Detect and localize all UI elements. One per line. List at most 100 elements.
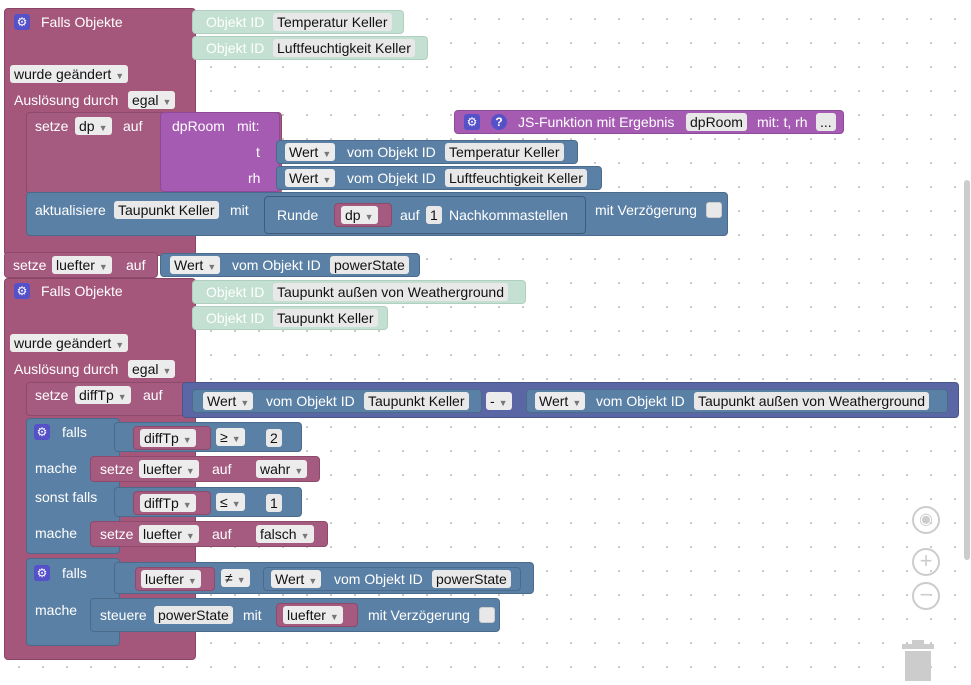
- if-label: falls: [62, 565, 87, 581]
- operator-dropdown[interactable]: ≤▼: [216, 493, 245, 511]
- if-label: falls: [62, 424, 87, 440]
- with-label: mit:: [237, 118, 260, 134]
- variable-dropdown[interactable]: luefter▼: [283, 606, 343, 624]
- object-id-label: Objekt ID: [206, 284, 265, 300]
- operator-dropdown[interactable]: -▼: [486, 392, 512, 410]
- on-label: auf: [212, 526, 232, 542]
- help-icon[interactable]: ?: [491, 114, 507, 130]
- recenter-icon[interactable]: ◉: [912, 506, 940, 534]
- on-label: auf: [126, 257, 146, 273]
- set-label: setze: [100, 526, 134, 542]
- object-id-value[interactable]: Luftfeuchtigkeit Keller: [445, 169, 587, 187]
- from-object-label: vom Objekt ID: [232, 257, 321, 273]
- do-label: mache: [35, 460, 78, 476]
- variable-dropdown[interactable]: luefter▼: [139, 525, 199, 543]
- object-id-value[interactable]: Taupunkt außen von Weatherground: [273, 283, 509, 301]
- object-id-label: Objekt ID: [206, 14, 265, 30]
- digits-value[interactable]: 1: [426, 206, 442, 224]
- zoom-out-icon[interactable]: −: [912, 582, 940, 610]
- variable-dropdown[interactable]: dp▼: [75, 117, 112, 135]
- param-rh: rh: [248, 170, 261, 186]
- more-button[interactable]: ...: [816, 113, 836, 131]
- if-block[interactable]: [26, 418, 120, 554]
- update-label: aktualisiere: [35, 202, 106, 218]
- do-label: mache: [35, 525, 78, 541]
- value-dropdown[interactable]: Wert▼: [285, 169, 336, 187]
- delay-checkbox[interactable]: [706, 202, 722, 218]
- from-object-label: vom Objekt ID: [347, 144, 436, 160]
- scrollbar[interactable]: [964, 180, 970, 560]
- variable-dropdown[interactable]: luefter▼: [52, 256, 112, 274]
- from-object-label: vom Objekt ID: [266, 393, 355, 409]
- round-label: Runde: [277, 207, 319, 223]
- object-id-value[interactable]: Taupunkt außen von Weatherground: [694, 392, 930, 410]
- object-id-value[interactable]: Taupunkt Keller: [114, 201, 219, 219]
- value-dropdown[interactable]: Wert▼: [271, 570, 322, 588]
- object-id-label: Objekt ID: [206, 310, 265, 326]
- object-id-value[interactable]: powerState: [432, 570, 511, 588]
- variable-dropdown[interactable]: dp▼: [341, 206, 378, 224]
- object-id-value[interactable]: Taupunkt Keller: [273, 309, 378, 327]
- trigger-dropdown[interactable]: egal▼: [128, 91, 176, 109]
- trigger-dropdown[interactable]: egal▼: [128, 360, 176, 378]
- round-on-label: auf: [400, 207, 420, 223]
- delay-label: mit Verzögerung: [595, 202, 697, 218]
- boolean-dropdown[interactable]: falsch▼: [256, 525, 314, 543]
- variable-dropdown[interactable]: luefter▼: [139, 460, 199, 478]
- on-label: auf: [212, 461, 232, 477]
- value-dropdown[interactable]: Wert▼: [285, 143, 336, 161]
- gear-icon[interactable]: ⚙: [34, 424, 50, 440]
- value-dropdown[interactable]: Wert▼: [203, 392, 254, 410]
- round-block[interactable]: [264, 196, 586, 234]
- event-type-dropdown[interactable]: wurde geändert▼: [10, 65, 129, 83]
- elseif-label: sonst falls: [35, 489, 98, 505]
- variable-dropdown[interactable]: luefter▼: [141, 570, 201, 588]
- decimals-label: Nachkommastellen: [449, 207, 569, 223]
- boolean-dropdown[interactable]: wahr▼: [256, 460, 308, 478]
- set-label: setze: [35, 118, 69, 134]
- variable-dropdown[interactable]: diffTp▼: [140, 429, 196, 447]
- number-value[interactable]: 1: [266, 494, 282, 512]
- trash-icon[interactable]: [898, 638, 938, 681]
- trigger-label: Auslösung durch: [14, 92, 119, 108]
- operator-dropdown[interactable]: ≠▼: [221, 569, 250, 587]
- function-name: dpRoom: [172, 118, 225, 134]
- from-object-label: vom Objekt ID: [334, 571, 423, 587]
- object-id-value[interactable]: Temperatur Keller: [273, 13, 392, 31]
- do-label: mache: [35, 602, 78, 618]
- delay-label: mit Verzögerung: [368, 607, 470, 623]
- set-label: setze: [13, 257, 47, 273]
- set-label: setze: [35, 387, 69, 403]
- object-id-value[interactable]: powerState: [330, 256, 409, 274]
- trigger-title: Falls Objekte: [41, 283, 123, 299]
- object-id-value[interactable]: Taupunkt Keller: [364, 392, 469, 410]
- on-label: auf: [143, 387, 163, 403]
- object-id-value[interactable]: Temperatur Keller: [445, 143, 564, 161]
- gear-icon[interactable]: ⚙: [464, 114, 480, 130]
- variable-dropdown[interactable]: diffTp▼: [140, 494, 196, 512]
- gear-icon[interactable]: ⚙: [34, 565, 50, 581]
- with-label: mit: [243, 607, 262, 623]
- with-label: mit: [230, 202, 249, 218]
- function-call-block[interactable]: [160, 112, 280, 192]
- zoom-in-icon[interactable]: +: [912, 548, 940, 576]
- trigger-label: Auslösung durch: [14, 361, 119, 377]
- event-type-dropdown[interactable]: wurde geändert▼: [10, 334, 129, 352]
- on-label: auf: [123, 118, 143, 134]
- set-label: setze: [100, 461, 134, 477]
- delay-checkbox[interactable]: [479, 607, 495, 623]
- operator-dropdown[interactable]: ≥▼: [216, 428, 245, 446]
- value-dropdown[interactable]: Wert▼: [170, 256, 221, 274]
- number-value[interactable]: 2: [266, 429, 282, 447]
- js-function-name[interactable]: dpRoom: [686, 113, 747, 131]
- value-dropdown[interactable]: Wert▼: [535, 392, 586, 410]
- from-object-label: vom Objekt ID: [347, 170, 436, 186]
- js-function-block[interactable]: [454, 110, 844, 134]
- trigger-title: Falls Objekte: [41, 14, 123, 30]
- object-id-value[interactable]: powerState: [154, 606, 233, 624]
- object-id-value[interactable]: Luftfeuchtigkeit Keller: [273, 39, 415, 57]
- variable-dropdown[interactable]: diffTp▼: [75, 386, 131, 404]
- gear-icon[interactable]: ⚙: [14, 283, 30, 299]
- param-t: t: [256, 144, 260, 160]
- gear-icon[interactable]: ⚙: [14, 14, 30, 30]
